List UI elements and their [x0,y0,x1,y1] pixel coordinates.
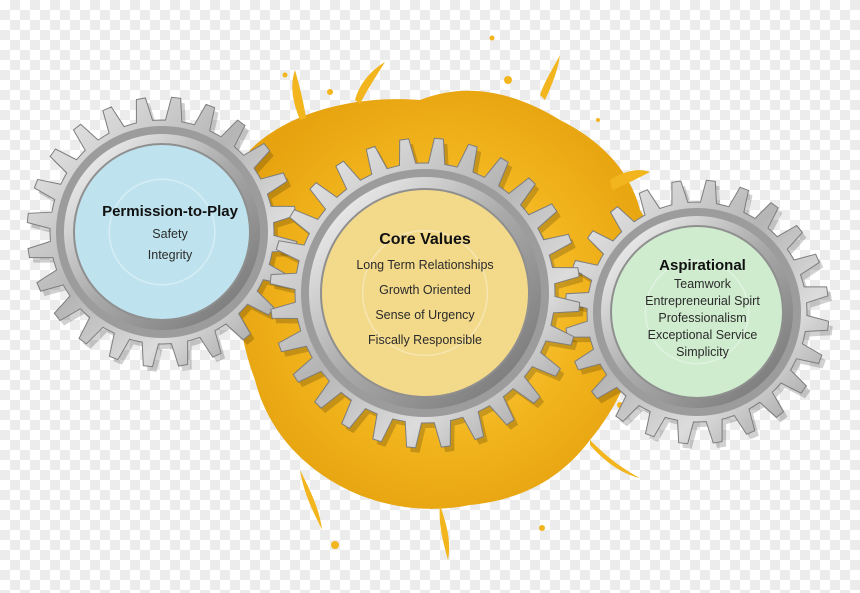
gear-item: Exceptional Service [647,328,758,342]
gear-item: Entrepreneurial Spirt [645,294,760,308]
splash-droplet [596,118,600,122]
gear-face-ring [361,229,489,357]
gear-face [610,225,784,399]
splash-droplet [331,541,339,549]
gear-face-ring [644,259,750,365]
splash-drip [540,55,560,100]
gear-core-values-label: Core Values Long Term Relationships Grow… [315,231,535,353]
gear-title: Core Values [379,231,471,248]
gear-core-values [269,137,584,453]
splash-drip [292,70,306,120]
gear-item: Simplicity [676,345,729,359]
gear-title: Aspirational [659,257,746,274]
gear-item: Growth Oriented [379,283,471,297]
gear-item: Long Term Relationships [356,258,494,272]
gear-item: Sense of Urgency [375,308,475,322]
gear-item: Teamwork [674,277,731,291]
splash-drip [590,440,640,478]
splash-droplet [504,76,512,84]
gear-face [73,143,251,321]
gear-item: Fiscally Responsible [368,333,482,347]
gear-title: Permission-to-Play [102,203,238,220]
gear-face [320,188,530,398]
gear-item: Integrity [147,248,193,262]
splash-droplet [539,525,545,531]
splash-drip [610,170,650,190]
gear-permission-to-play-label: Permission-to-Play Safety Integrity [70,203,270,266]
splash-droplet [489,35,495,41]
gear-aspirational-label: Aspirational Teamwork Entrepreneurial Sp… [610,257,795,361]
splash-drip [300,470,322,530]
splash-droplet [282,72,288,78]
splash-droplet [327,89,333,95]
splash-drip [355,62,385,104]
gear-face-ring [108,178,216,286]
gear-item: Professionalism [658,311,747,325]
gear-item: Safety [152,227,188,241]
gear-permission-to-play [26,96,301,372]
splash-drip [439,505,450,560]
gear-aspirational [564,179,833,449]
